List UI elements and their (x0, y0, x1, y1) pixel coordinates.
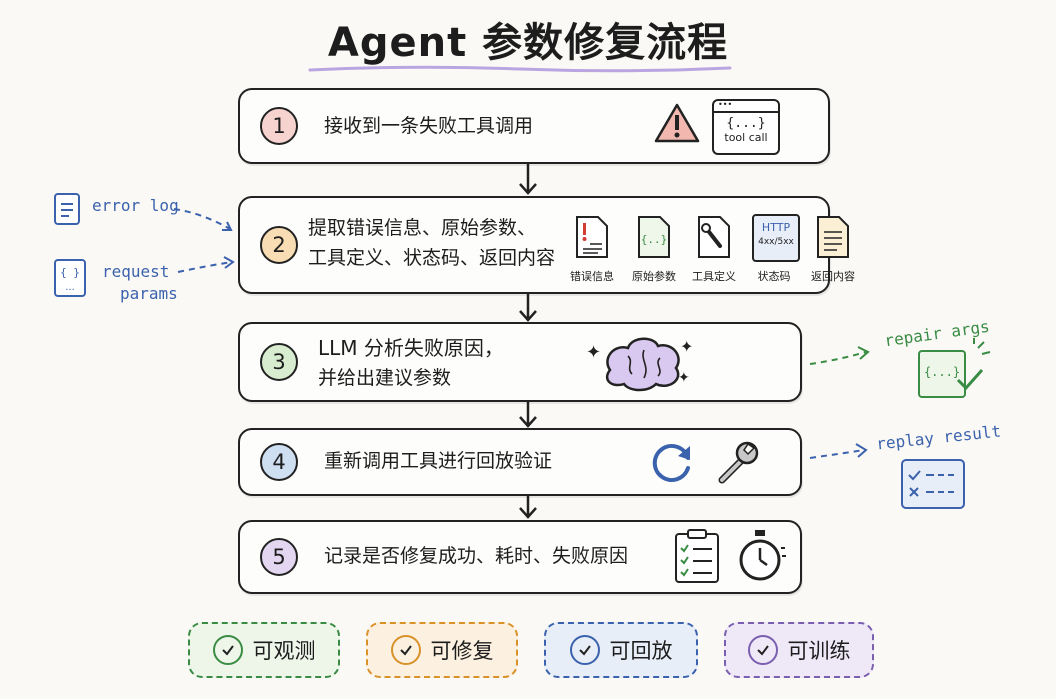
repair-check-icon (956, 338, 991, 391)
error-log-icon (54, 193, 80, 225)
step-2-icon-label-3: 工具定义 (692, 270, 736, 283)
badge-replayable-label: 可回放 (609, 639, 673, 663)
wrench-doc-icon (698, 216, 730, 258)
error-log-arrow (173, 208, 233, 231)
svg-text:{..}: {..} (641, 233, 668, 246)
check-icon (212, 635, 243, 665)
refresh-icon (652, 444, 690, 482)
svg-text:{ }: { } (60, 266, 80, 279)
step-2-icon-label-1: 错误信息 (570, 270, 614, 283)
page-title: Agent 参数修复流程 (327, 20, 729, 66)
svg-text:✦: ✦ (586, 342, 601, 363)
step-4-box: 4 重新调用工具进行回放验证 (238, 428, 802, 496)
step-1-box: 1 接收到一条失败工具调用 ••• {...} tool call (238, 88, 830, 164)
check-icon (569, 635, 600, 665)
step-5-number: 5 (260, 538, 298, 576)
svg-text:✦: ✦ (680, 337, 693, 356)
step-1-number: 1 (260, 107, 298, 145)
step-4-text: 重新调用工具进行回放验证 (324, 450, 553, 472)
tool-call-label: tool call (724, 131, 768, 144)
step-5-box: 5 记录是否修复成功、耗时、失败原因 (238, 520, 802, 594)
check-icon (747, 635, 778, 665)
replay-result-icon (901, 459, 965, 509)
step-5-text: 记录是否修复成功、耗时、失败原因 (324, 545, 629, 567)
step-3-text-line2: 并给出建议参数 (318, 367, 452, 389)
step-2-number: 2 (260, 226, 298, 264)
title-underline (308, 65, 732, 73)
note-error-log: error log (92, 196, 179, 215)
request-params-icon: { } ... (54, 259, 86, 297)
badge-observable-label: 可观测 (252, 639, 316, 663)
badge-trainable: 可训练 (724, 622, 874, 678)
badge-repairable: 可修复 (366, 622, 518, 678)
badge-replayable: 可回放 (544, 622, 698, 678)
arrow-4-5 (519, 494, 537, 519)
http-icon: HTTP 4xx/5xx (752, 214, 800, 262)
http-label: HTTP (761, 221, 791, 234)
step-2-icon-label-5: 返回内容 (811, 270, 855, 283)
arrow-1-2 (519, 164, 537, 195)
stopwatch-icon (739, 530, 786, 581)
badge-observable: 可观测 (188, 622, 340, 678)
warning-icon (654, 103, 700, 143)
check-icon (390, 635, 421, 665)
step-2-text-line2: 工具定义、状态码、返回内容 (308, 247, 556, 269)
replay-result-arrow (809, 443, 868, 459)
note-replay-result: replay result (875, 421, 1002, 454)
note-request-params-line1: request (102, 262, 170, 281)
repair-args-brace: {...} (923, 365, 961, 379)
step-1-text: 接收到一条失败工具调用 (324, 115, 534, 137)
badge-repairable-label: 可修复 (430, 639, 494, 663)
tool-call-window-icon: ••• {...} tool call (712, 99, 780, 155)
badge-trainable-label: 可训练 (787, 639, 851, 663)
response-doc-icon-visible (817, 216, 849, 258)
note-request-params-line2: params (120, 284, 178, 303)
brain-icon: ✦ ✦ ✦ (586, 337, 693, 392)
tool-call-brace: {...} (726, 116, 766, 131)
arrow-2-3 (519, 293, 537, 322)
checklist-icon (675, 529, 719, 583)
step-3-text-line1: LLM 分析失败原因， (318, 336, 504, 360)
step-2-icon-label-2: 原始参数 (632, 270, 676, 283)
svg-text:...: ... (65, 282, 75, 293)
wrench-icon (718, 441, 759, 484)
step-3-box: 3 LLM 分析失败原因， 并给出建议参数 ✦ ✦ ✦ (238, 322, 802, 402)
svg-text:✦: ✦ (678, 370, 690, 386)
step-4-number: 4 (260, 443, 298, 481)
error-doc-icon (576, 216, 608, 258)
step-3-number: 3 (260, 343, 298, 381)
request-params-arrow (177, 256, 235, 273)
params-doc-icon: {..} (638, 216, 670, 258)
repair-args-icon: {...} (918, 350, 966, 398)
step-2-box: 2 提取错误信息、原始参数、 工具定义、状态码、返回内容 错误信息 {..} 原… (238, 196, 830, 294)
arrow-3-4 (519, 401, 537, 428)
http-status-range: 4xx/5xx (758, 237, 794, 247)
repair-args-arrow (809, 346, 870, 365)
step-2-icon-label-4: 状态码 (757, 270, 791, 283)
step-2-text-line1: 提取错误信息、原始参数、 (308, 217, 537, 239)
